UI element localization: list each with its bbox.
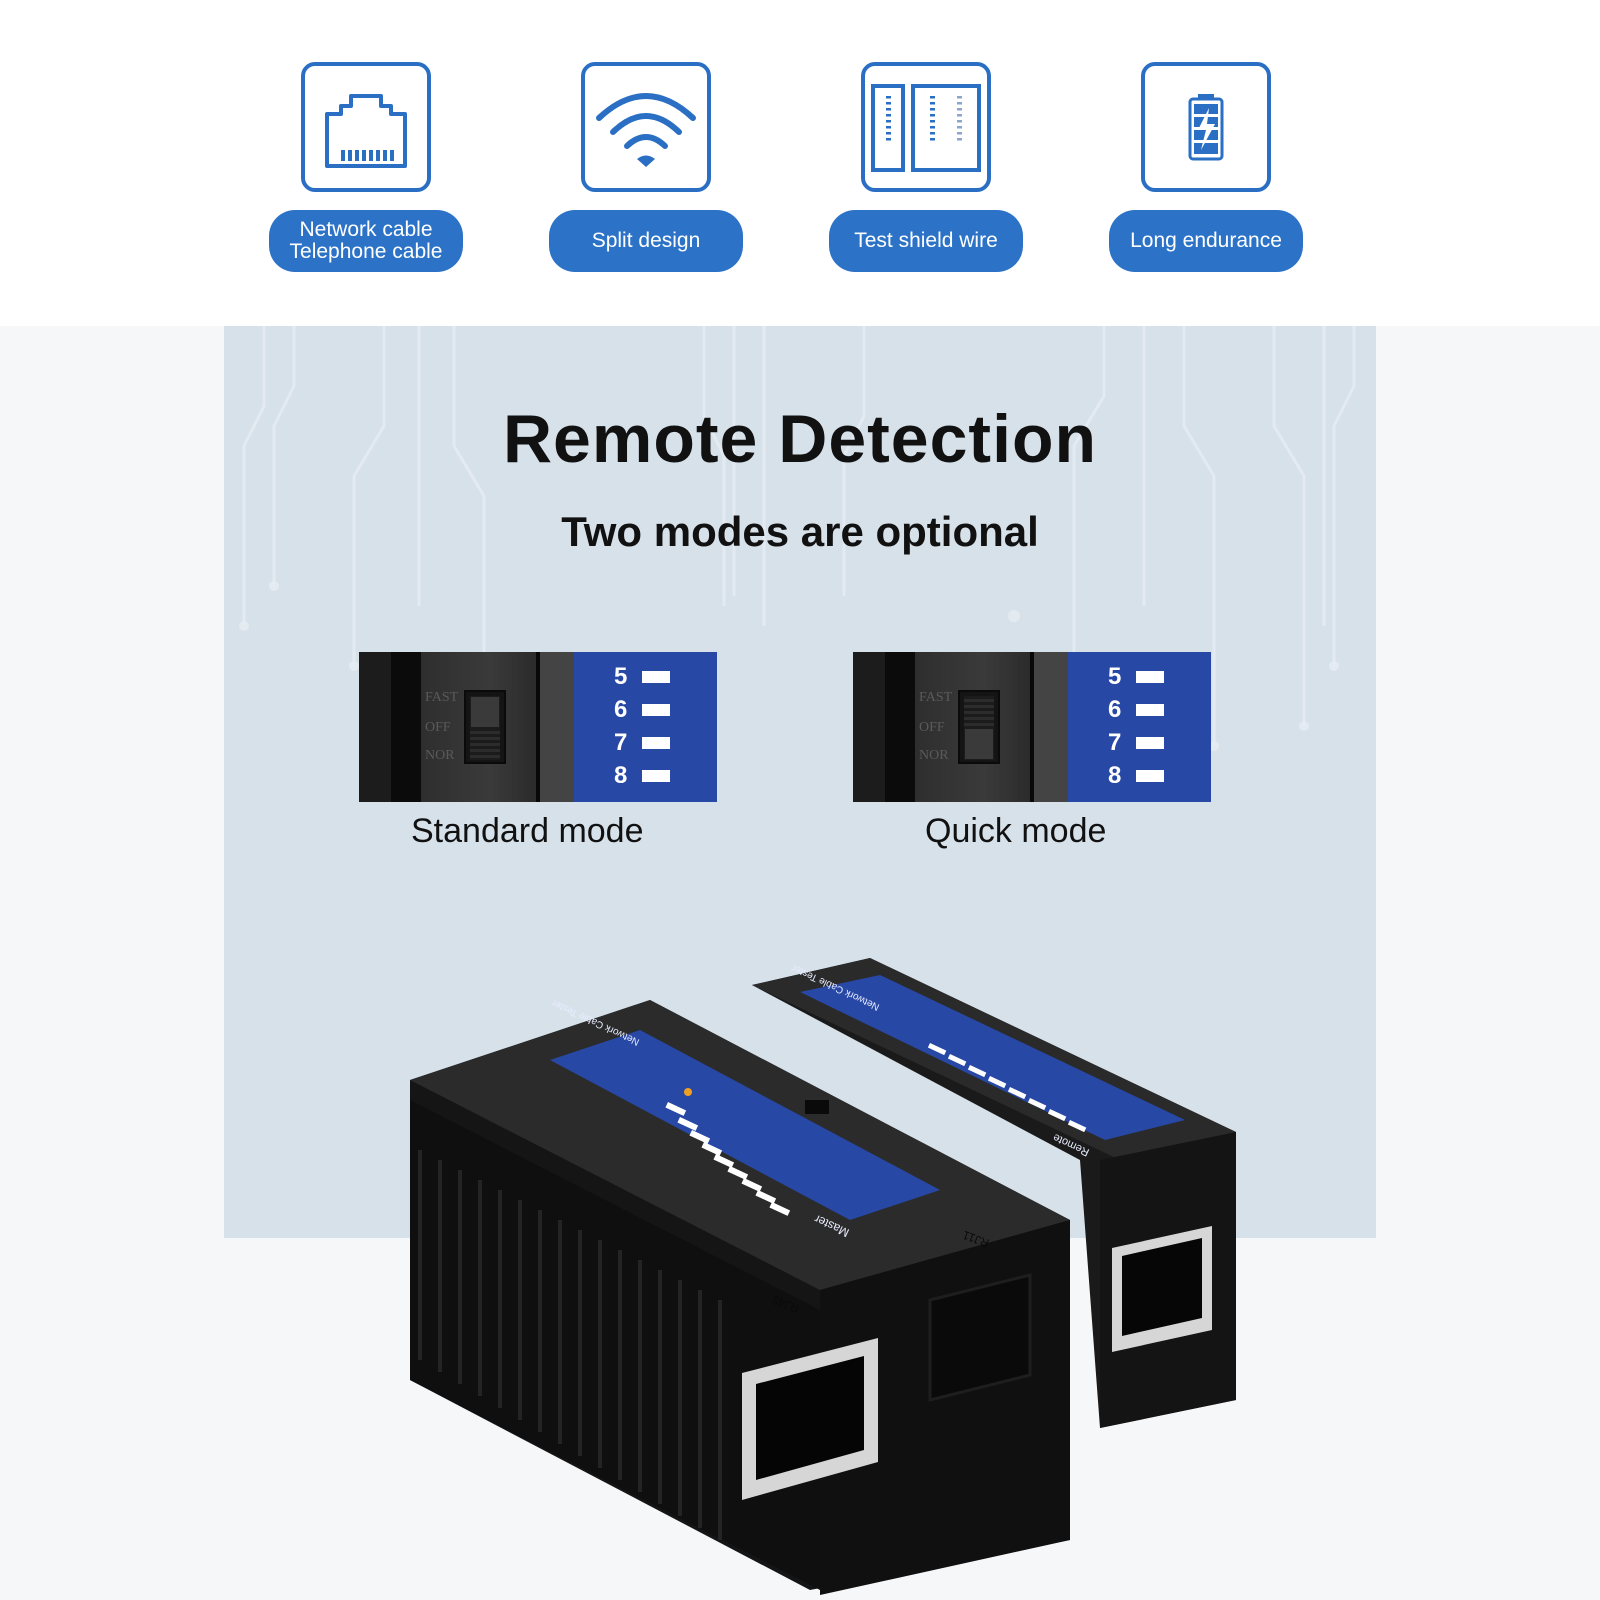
standard-mode-image: FAST OFF NOR 5 6 7 8 (359, 652, 717, 802)
standard-mode-caption: Standard mode (411, 812, 644, 850)
led-row: 7 (1108, 728, 1164, 758)
led-number: 5 (614, 663, 628, 690)
device-side (1034, 652, 1068, 802)
feature-strip: Network cable Telephone cable Split desi… (0, 0, 1600, 326)
switch-label-fast: FAST (919, 690, 953, 705)
circuit-background (239, 326, 1356, 751)
led-number: 8 (1108, 762, 1122, 789)
tester-panel-icon (861, 62, 991, 192)
led-number: 8 (614, 762, 628, 789)
switch-knob (964, 696, 994, 728)
led-indicator (1136, 704, 1164, 716)
device-edge (359, 652, 391, 802)
led-number: 6 (1108, 696, 1122, 723)
led-indicator (642, 770, 670, 782)
led-row: 5 (1108, 662, 1164, 692)
led-number: 5 (1108, 663, 1122, 690)
device-edge (391, 652, 421, 802)
led-row: 8 (614, 761, 670, 791)
feature-test-shield-wire: Test shield wire (826, 62, 1026, 282)
feature-network-cable: Network cable Telephone cable (266, 62, 466, 282)
feature-long-endurance: Long endurance (1106, 62, 1306, 282)
quick-mode-image: FAST OFF NOR 5 6 7 8 (853, 652, 1211, 802)
battery-charging-icon (1141, 62, 1271, 192)
switch-knob (470, 728, 500, 760)
switch-label-nor: NOR (425, 748, 455, 763)
feature-label-line: Telephone cable (289, 240, 443, 263)
feature-label: Long endurance (1109, 210, 1303, 272)
quick-mode-caption: Quick mode (925, 812, 1107, 850)
led-row: 8 (1108, 761, 1164, 791)
feature-label-line: Test shield wire (854, 229, 998, 252)
feature-label-line: Network cable (299, 218, 433, 241)
device-edge (536, 652, 540, 802)
switch-label-off: OFF (425, 720, 451, 735)
switch-label-fast: FAST (425, 690, 459, 705)
page-margin-bottom (0, 1238, 1600, 1600)
page-title: Remote Detection (502, 401, 1098, 477)
led-indicator (1136, 770, 1164, 782)
feature-label: Network cable Telephone cable (269, 210, 463, 272)
switch-slot (964, 728, 994, 760)
wifi-icon (581, 62, 711, 192)
mode-switch (464, 690, 506, 764)
page-subtitle: Two modes are optional (561, 508, 1039, 555)
device-edge (885, 652, 915, 802)
led-number: 7 (614, 729, 628, 756)
feature-label-line: Long endurance (1130, 229, 1282, 252)
led-indicator (642, 671, 670, 683)
led-number: 7 (1108, 729, 1122, 756)
switch-label-nor: NOR (919, 748, 949, 763)
led-indicator (1136, 671, 1164, 683)
device-edge (853, 652, 885, 802)
led-row: 6 (614, 695, 670, 725)
feature-label: Test shield wire (829, 210, 1023, 272)
led-row: 6 (1108, 695, 1164, 725)
feature-split-design: Split design (546, 62, 746, 282)
led-row: 7 (614, 728, 670, 758)
led-row: 5 (614, 662, 670, 692)
switch-label-off: OFF (919, 720, 945, 735)
device-edge (1030, 652, 1034, 802)
device-side (540, 652, 574, 802)
switch-slot (470, 696, 500, 728)
rj45-port-icon (301, 62, 431, 192)
led-indicator (1136, 737, 1164, 749)
led-number: 6 (614, 696, 628, 723)
led-indicator (642, 704, 670, 716)
feature-label-line: Split design (591, 229, 701, 252)
mode-switch (958, 690, 1000, 764)
led-indicator (642, 737, 670, 749)
feature-label: Split design (549, 210, 743, 272)
